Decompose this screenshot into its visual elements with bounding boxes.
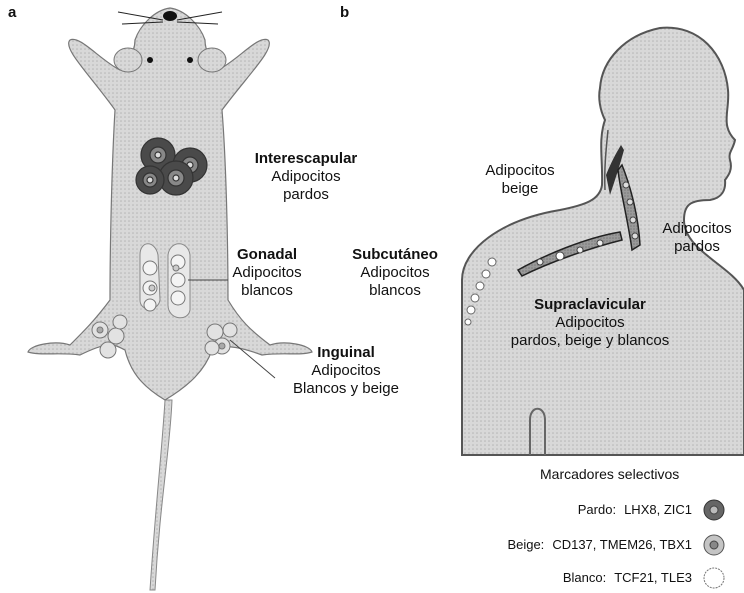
interscapular-line1: Adipocitos	[236, 168, 376, 186]
legend-beige-name: Beige:	[507, 537, 544, 552]
subcutaneous-line1: Adipocitos	[345, 264, 445, 282]
subcutaneous-title: Subcutáneo	[345, 246, 445, 264]
legend-row-beige: Beige: CD137, TMEM26, TBX1	[507, 537, 700, 552]
panel-label-b: b	[340, 4, 349, 21]
human-brown-line1: Adipocitos	[650, 220, 744, 238]
panel-label-a: a	[8, 4, 16, 21]
label-interscapular: Interescapular Adipocitos pardos	[236, 150, 376, 204]
legend-white-name: Blanco:	[563, 570, 606, 585]
supraclavicular-line2: pardos, beige y blancos	[490, 332, 690, 350]
label-inguinal: Inguinal Adipocitos Blancos y beige	[276, 344, 416, 398]
label-supraclavicular: Supraclavicular Adipocitos pardos, beige…	[490, 296, 690, 350]
inguinal-line1: Adipocitos	[276, 362, 416, 380]
legend-beige-genes: CD137, TMEM26, TBX1	[552, 537, 692, 552]
beige-adipocyte-icon	[704, 535, 724, 555]
supraclavicular-line1: Adipocitos	[490, 314, 690, 332]
legend-white-genes: TCF21, TLE3	[614, 570, 692, 585]
legend-row-white: Blanco: TCF21, TLE3	[563, 570, 700, 585]
legend-row-brown: Pardo: LHX8, ZIC1	[578, 502, 700, 517]
brown-adipocyte-icon	[704, 500, 724, 520]
legend-brown-name: Pardo:	[578, 502, 616, 517]
legend-brown-genes: LHX8, ZIC1	[624, 502, 692, 517]
label-subcutaneous: Subcutáneo Adipocitos blancos	[345, 246, 445, 300]
white-adipocyte-icon	[704, 568, 724, 588]
interscapular-title: Interescapular	[236, 150, 376, 168]
interscapular-line2: pardos	[236, 186, 376, 204]
human-beige-line1: Adipocitos	[470, 162, 570, 180]
supraclavicular-title: Supraclavicular	[490, 296, 690, 314]
human-brown-line2: pardos	[650, 238, 744, 256]
label-gonadal: Gonadal Adipocitos blancos	[222, 246, 312, 300]
legend-title: Marcadores selectivos	[540, 466, 679, 482]
label-human-beige: Adipocitos beige	[470, 162, 570, 198]
inguinal-line2: Blancos y beige	[276, 380, 416, 398]
human-beige-line2: beige	[470, 180, 570, 198]
gonadal-line1: Adipocitos	[222, 264, 312, 282]
gonadal-title: Gonadal	[222, 246, 312, 264]
label-human-brown: Adipocitos pardos	[650, 220, 744, 256]
gonadal-line2: blancos	[222, 282, 312, 300]
inguinal-title: Inguinal	[276, 344, 416, 362]
subcutaneous-line2: blancos	[345, 282, 445, 300]
